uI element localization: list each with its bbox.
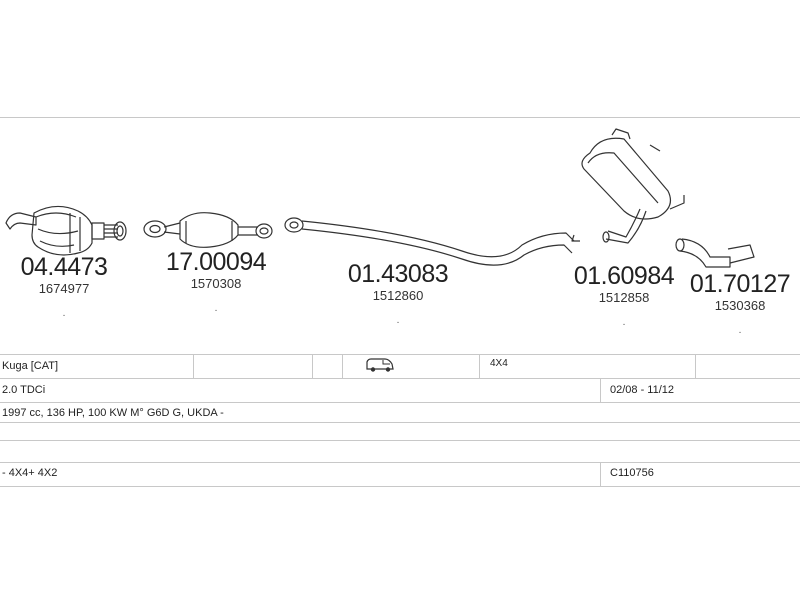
part-code: 17.00094	[165, 248, 267, 276]
part-code: 01.70127	[689, 270, 791, 298]
col-divider	[193, 354, 194, 378]
part-marker: .	[62, 308, 66, 319]
part-code: 01.43083	[347, 260, 449, 288]
part-label-4[interactable]: 01.60984 1512858 .	[564, 262, 684, 330]
row-divider	[0, 440, 800, 441]
intermediate-pipe-part[interactable]	[284, 217, 580, 266]
system-code: C110756	[610, 467, 654, 479]
col-divider	[600, 462, 601, 486]
rear-silencer-part[interactable]	[581, 128, 685, 244]
part-reference: 1674977	[38, 281, 90, 296]
part-reference: 1512858	[598, 290, 650, 305]
col-divider	[695, 354, 696, 378]
part-label-2[interactable]: 17.00094 1570308 .	[156, 248, 276, 316]
part-label-3[interactable]: 01.43083 1512860 .	[338, 260, 458, 328]
part-marker: .	[738, 325, 742, 336]
col-divider	[342, 354, 343, 378]
part-marker: .	[214, 303, 218, 314]
part-code: 01.60984	[573, 262, 675, 290]
col-divider	[479, 354, 480, 378]
part-marker: .	[396, 315, 400, 326]
catalytic-converter-part[interactable]	[5, 205, 127, 256]
row-divider	[0, 378, 800, 379]
part-reference: 1530368	[714, 298, 766, 313]
part-reference: 1512860	[372, 288, 424, 303]
drive-type: 4X4	[490, 358, 508, 369]
part-code: 04.4473	[20, 253, 108, 281]
row-divider	[0, 354, 800, 355]
exhaust-system-diagram	[5, 128, 755, 268]
col-divider	[312, 354, 313, 378]
drive-variant: - 4X4+ 4X2	[2, 467, 58, 479]
engine-specs: 1997 cc, 136 HP, 100 KW M° G6D G, UKDA -	[2, 407, 224, 419]
row-divider	[0, 422, 800, 423]
production-period: 02/08 - 11/12	[610, 384, 675, 396]
part-label-1[interactable]: 04.4473 1674977 .	[6, 253, 122, 321]
part-reference: 1570308	[190, 276, 242, 291]
van-icon	[366, 358, 394, 372]
top-border	[0, 117, 800, 118]
row-divider	[0, 462, 800, 463]
part-label-5[interactable]: 01.70127 1530368 .	[684, 270, 796, 338]
tailpipe-part[interactable]	[675, 238, 755, 268]
particulate-filter-part[interactable]	[143, 212, 273, 248]
row-divider	[0, 486, 800, 487]
col-divider	[600, 378, 601, 402]
row-divider	[0, 402, 800, 403]
part-marker: .	[622, 317, 626, 328]
vehicle-model: Kuga [CAT]	[2, 360, 59, 372]
engine-name: 2.0 TDCi	[2, 384, 46, 396]
